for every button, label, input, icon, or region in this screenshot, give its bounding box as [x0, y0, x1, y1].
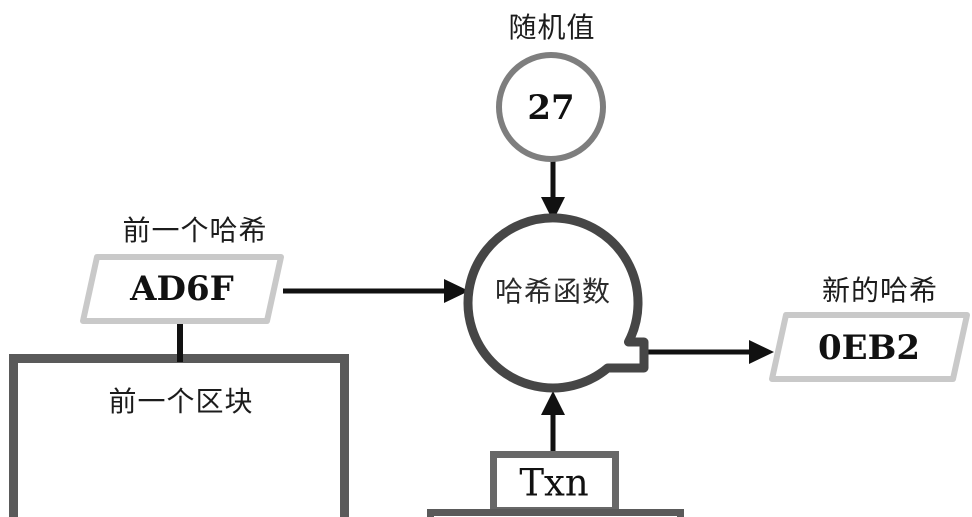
previous-hash-parallelogram: [80, 254, 284, 324]
previous-hash-label: 前一个哈希: [122, 214, 268, 247]
nonce-circle: [496, 52, 606, 162]
arrow-head-hash-to-newhash: [749, 340, 774, 364]
arrow-head-nonce-to-hash: [541, 197, 565, 221]
random-value-label: 随机值: [508, 11, 596, 44]
previous-block-label: 前一个区块: [108, 385, 254, 418]
current-block-rect: [427, 509, 684, 517]
random-value-number: 27: [527, 88, 575, 128]
hash-function-label: 哈希函数: [494, 275, 612, 308]
new-hash-label: 新的哈希: [821, 274, 939, 307]
new-hash-value: 0EB2: [818, 328, 920, 368]
arrow-head-prevhash-to-hash: [444, 279, 469, 303]
arrow-head-txn-to-hash: [541, 391, 565, 415]
previous-hash-value: AD6F: [130, 269, 234, 309]
new-hash-parallelogram: [769, 312, 970, 382]
transaction-label: Txn: [519, 461, 589, 505]
hash-function-blob: [463, 213, 649, 393]
